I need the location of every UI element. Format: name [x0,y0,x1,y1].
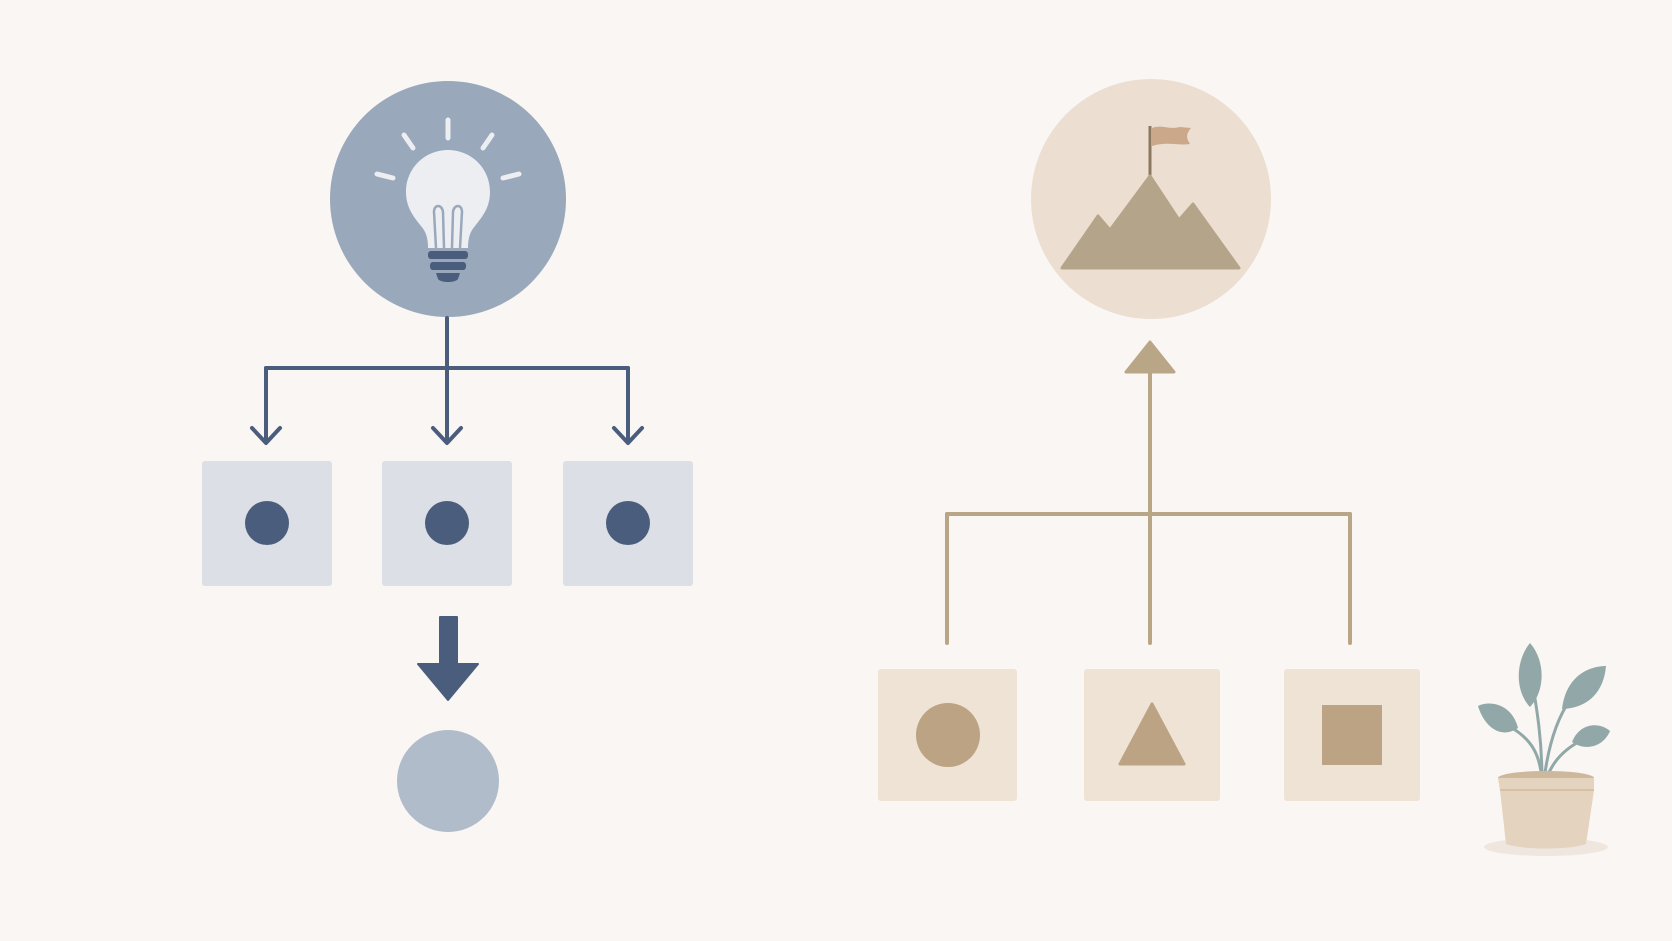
lightbulb-icon [374,117,522,282]
circle-icon [916,703,980,767]
child-box-1 [202,461,332,586]
goal-node [1031,79,1271,319]
light-rays [374,117,522,181]
up-arrow-icon [1124,340,1176,374]
shape-box-triangle [1084,669,1220,801]
merge-connector [945,371,1352,645]
potted-plant-icon [1478,643,1610,856]
dot-icon [245,501,289,545]
dot-icon [606,501,650,545]
right-diagram [878,79,1610,856]
arrow-head-1 [250,426,282,445]
arrow-head-2 [431,426,463,445]
child-box-2 [382,461,512,586]
down-arrow-icon [417,616,479,701]
plant-leaves [1478,643,1610,747]
left-diagram [202,81,693,832]
dot-icon [425,501,469,545]
shape-box-circle [878,669,1017,801]
idea-node [330,81,566,317]
pot-body [1498,778,1594,849]
child-box-3 [563,461,693,586]
branch-connector [250,316,644,445]
shape-box-square [1284,669,1420,801]
square-icon [1322,705,1382,765]
flag [1152,126,1191,146]
mountain-flag-icon [1060,126,1241,270]
arrow-head-3 [612,426,644,445]
triangle-icon [1118,702,1186,766]
mountain-shape [1060,174,1241,270]
result-circle-icon [397,730,499,832]
